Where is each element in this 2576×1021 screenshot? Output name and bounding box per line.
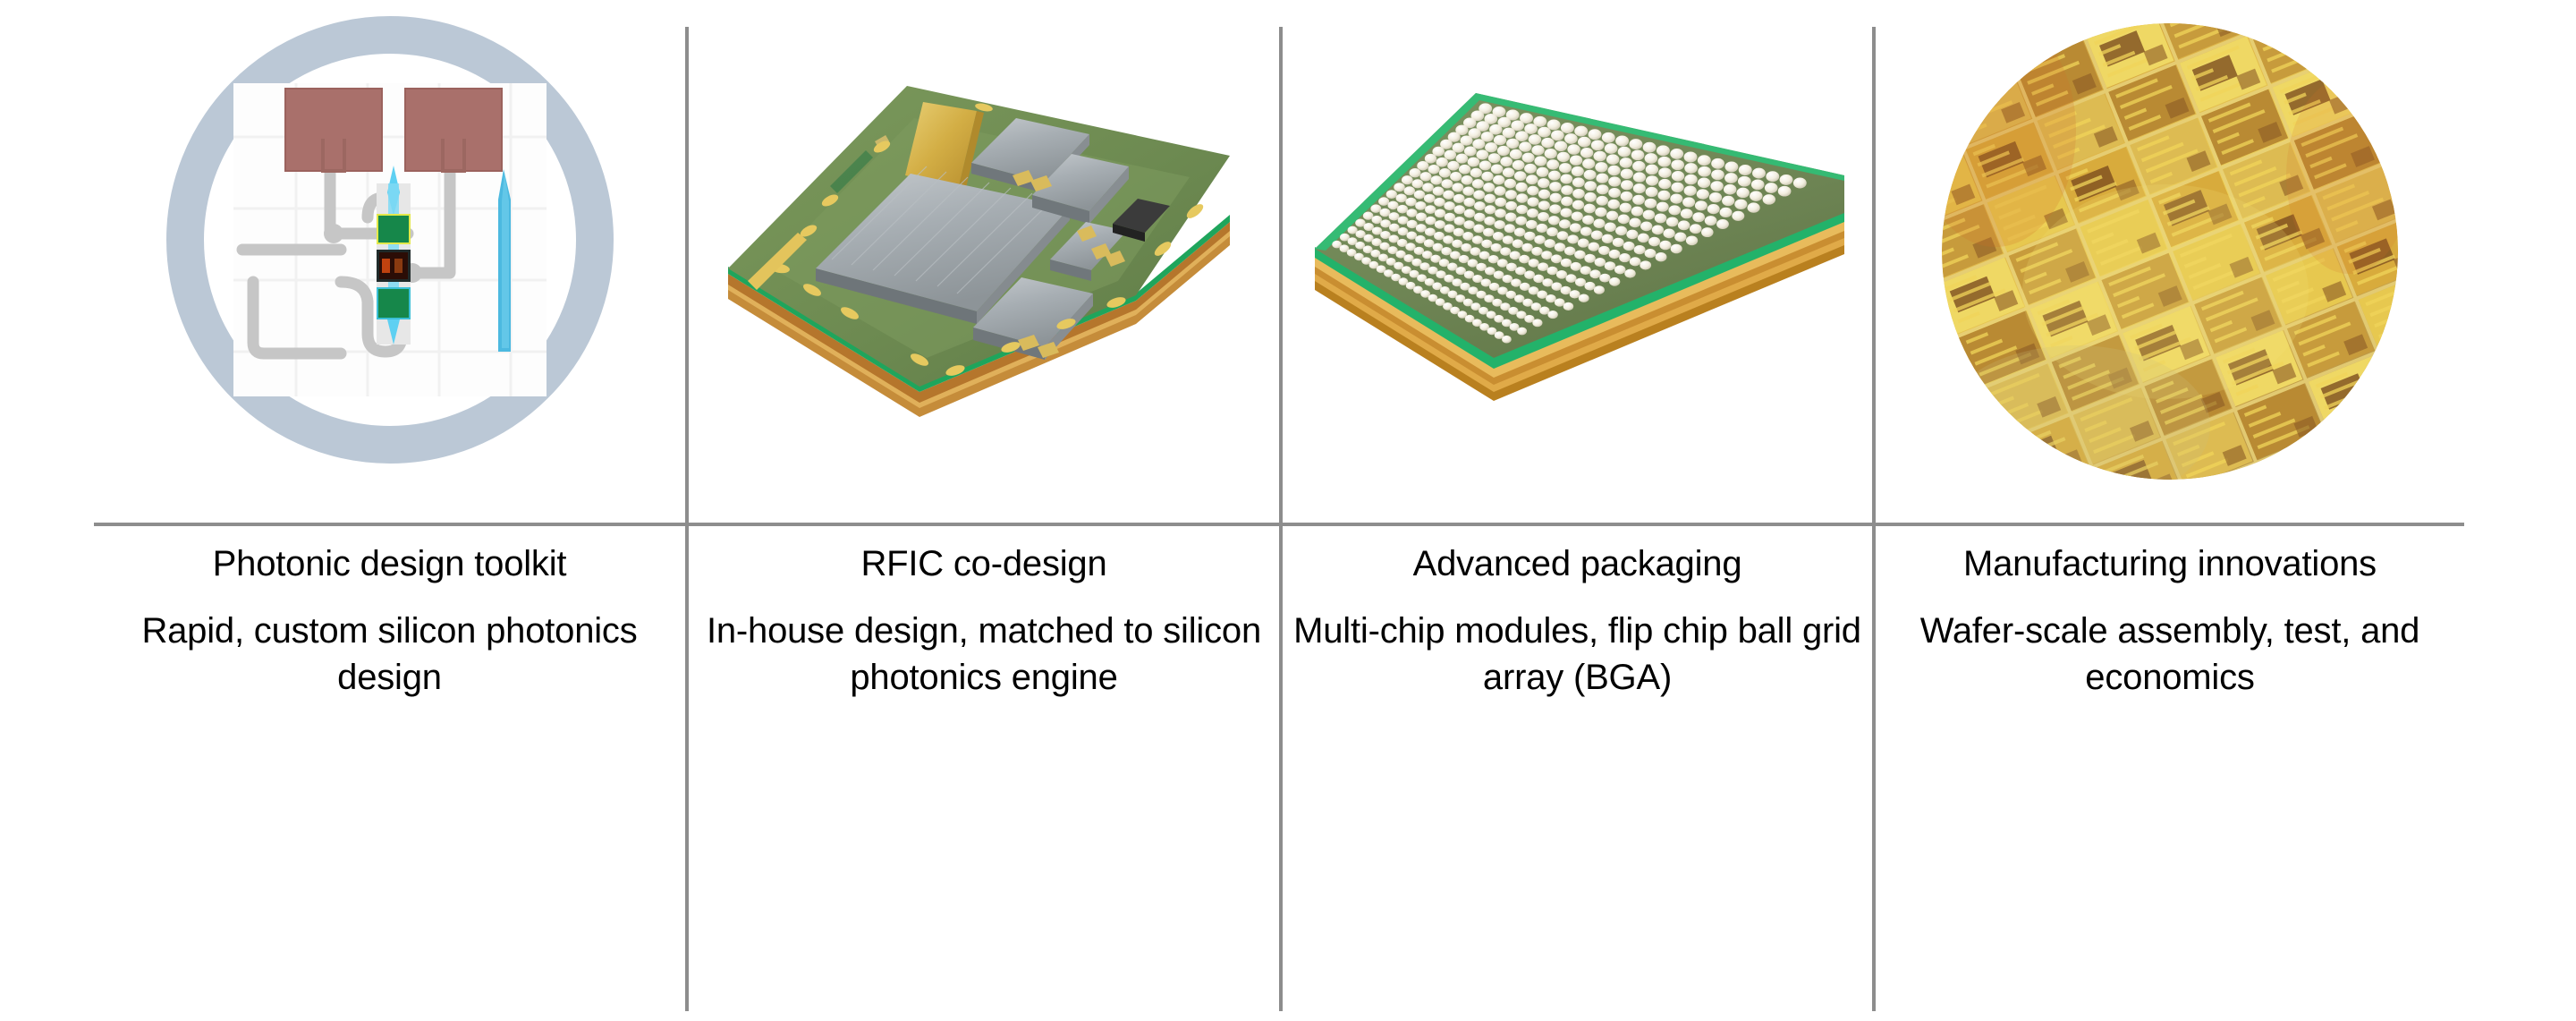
image-cell-3 <box>1283 0 1872 523</box>
text-cell-2: RFIC co-design In-house design, matched … <box>689 523 1279 1021</box>
silicon-wafer-svg <box>1942 23 2398 480</box>
photonic-layout-svg <box>233 83 547 396</box>
column-title: RFIC co-design <box>860 544 1107 583</box>
text-cell-1: Photonic design toolkit Rapid, custom si… <box>94 523 685 1021</box>
column-rfic-co-design: RFIC co-design In-house design, matched … <box>689 0 1279 1021</box>
text-cell-4: Manufacturing innovations Wafer-scale as… <box>1876 523 2464 1021</box>
image-cell-1 <box>94 0 685 523</box>
rfic-module-svg <box>728 86 1230 417</box>
column-title: Advanced packaging <box>1412 544 1742 583</box>
column-advanced-packaging: Advanced packaging Multi-chip modules, f… <box>1283 0 1872 1021</box>
column-divider-2 <box>1279 27 1283 1011</box>
column-body: In-house design, matched to silicon phot… <box>706 610 1262 697</box>
column-title: Photonic design toolkit <box>212 544 567 583</box>
photonic-circuit-icon <box>165 16 614 464</box>
column-title: Manufacturing innovations <box>1963 544 2377 583</box>
photonic-layout <box>233 83 547 396</box>
column-divider-1 <box>685 27 689 1011</box>
column-divider-3 <box>1872 27 1876 1011</box>
image-cell-4 <box>1876 0 2464 523</box>
column-manufacturing-innovations: Manufacturing innovations Wafer-scale as… <box>1876 0 2464 1021</box>
silicon-wafer-photo <box>1942 23 2398 480</box>
bga-package-svg <box>1314 93 1844 401</box>
column-body: Multi-chip modules, flip chip ball grid … <box>1293 610 1861 697</box>
rfic-module-photo <box>716 55 1252 476</box>
header-divider <box>94 523 2464 526</box>
column-photonic-design-toolkit: Photonic design toolkit Rapid, custom si… <box>94 0 685 1021</box>
bga-package-photo <box>1301 79 1855 472</box>
image-cell-2 <box>689 0 1279 523</box>
text-cell-3: Advanced packaging Multi-chip modules, f… <box>1283 523 1872 1021</box>
column-body: Rapid, custom silicon photonics design <box>141 610 638 697</box>
column-body: Wafer-scale assembly, test, and economic… <box>1919 610 2420 697</box>
